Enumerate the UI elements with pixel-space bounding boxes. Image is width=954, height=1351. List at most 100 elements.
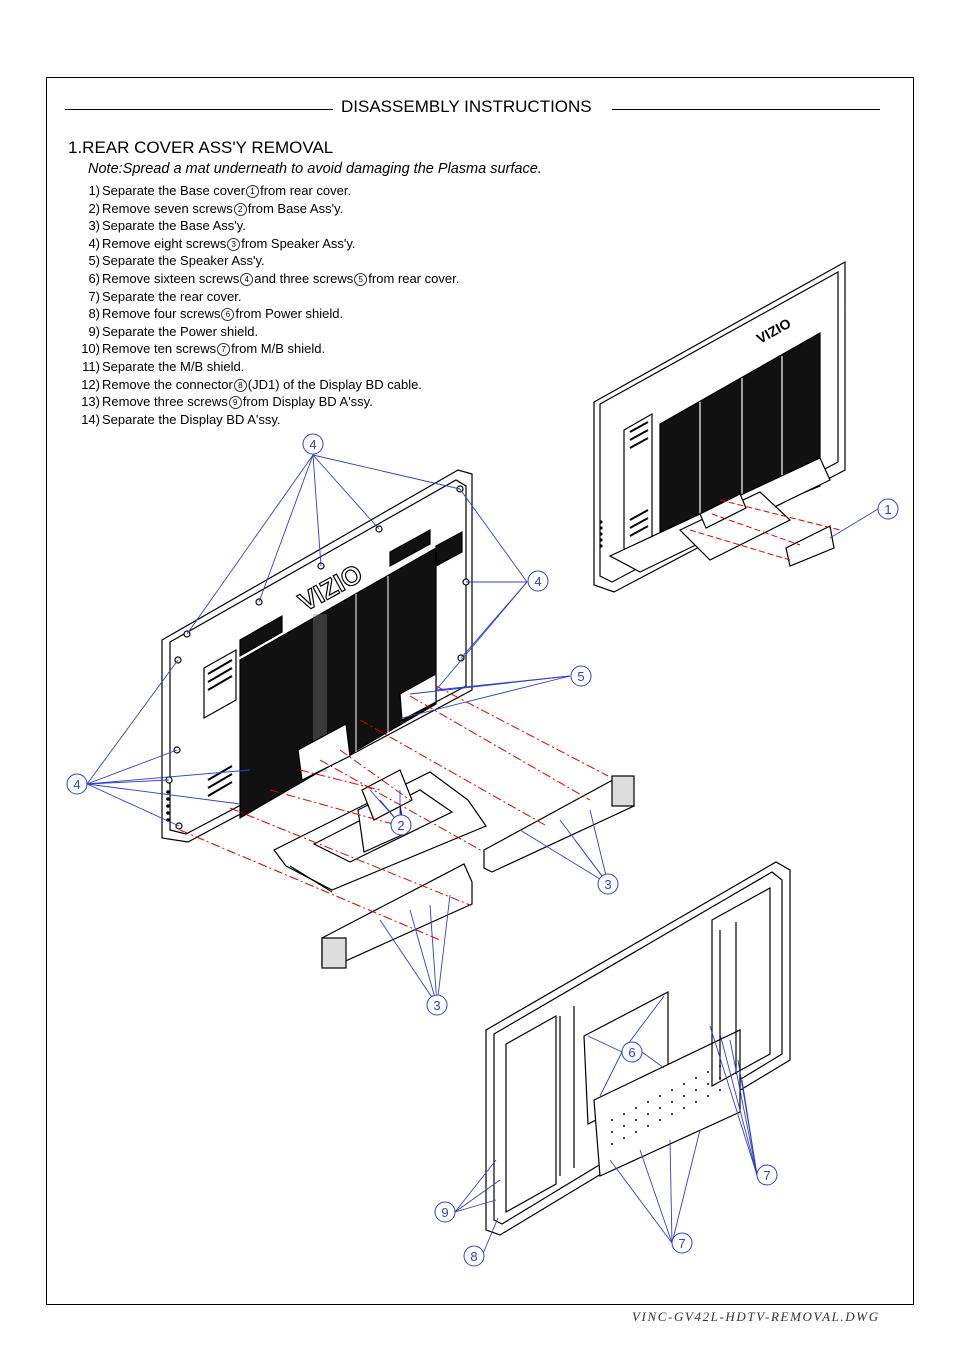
step-text: Separate the rear cover. bbox=[102, 288, 242, 304]
callout-6: 6 bbox=[621, 1041, 643, 1063]
step-number: 9) bbox=[88, 323, 100, 339]
step-item: 14)Separate the Display BD A'ssy. bbox=[70, 411, 459, 429]
step-item: 3)Separate the Base Ass'y. bbox=[70, 217, 459, 235]
assembly-guide-lines bbox=[179, 685, 609, 941]
step-item: 5)Separate the Speaker Ass'y. bbox=[70, 252, 459, 270]
svg-text:2: 2 bbox=[397, 818, 404, 833]
step-text: Remove sixteen screws bbox=[102, 270, 240, 286]
callout-7-bottom: 7 bbox=[671, 1232, 693, 1254]
step-text-rest: and three screws bbox=[254, 270, 354, 286]
section-title: 1.REAR COVER ASS'Y REMOVAL bbox=[68, 138, 334, 157]
callout-5: 5 bbox=[570, 665, 592, 687]
step-number: 12) bbox=[81, 376, 100, 392]
step-text: Separate the Base cover bbox=[102, 183, 246, 198]
callout-9: 9 bbox=[434, 1201, 456, 1223]
callout-2: 2 bbox=[390, 814, 412, 836]
step-text: Separate the M/B shield. bbox=[102, 358, 245, 374]
page-title: DISASSEMBLY INSTRUCTIONS bbox=[341, 97, 592, 116]
tv-rear-cover-illustration: VIZIO bbox=[161, 469, 473, 843]
callout-3-bottom: 3 bbox=[426, 994, 448, 1016]
step-text-rest: from Base Ass'y. bbox=[247, 200, 344, 216]
step-part-marker: 7 bbox=[217, 343, 231, 357]
note-text: Note:Spread a mat underneath to avoid da… bbox=[88, 161, 542, 177]
step-text-rest: from Speaker Ass'y. bbox=[241, 235, 356, 251]
step-text: Separate the Display BD A'ssy. bbox=[102, 411, 281, 427]
step-text: Separate the Base Ass'y. bbox=[102, 218, 246, 234]
svg-text:7: 7 bbox=[678, 1236, 685, 1251]
step-item: 7)Separate the rear cover. bbox=[70, 288, 459, 306]
callout-4-left: 4 bbox=[66, 773, 88, 795]
callout-4-top: 4 bbox=[302, 433, 324, 455]
step-part-marker-2: 5 bbox=[354, 272, 368, 286]
header-rule-left bbox=[65, 109, 333, 110]
step-text-rest: from rear cover. bbox=[260, 183, 352, 198]
svg-text:3: 3 bbox=[604, 877, 611, 892]
step-part-marker: 6 bbox=[221, 308, 235, 322]
svg-text:3: 3 bbox=[433, 998, 440, 1013]
step-text: Remove ten screws bbox=[102, 341, 217, 357]
step-text-rest: from M/B shield. bbox=[231, 341, 326, 357]
step-item: 9)Separate the Power shield. bbox=[70, 323, 459, 341]
header-rule-right bbox=[612, 109, 880, 110]
callout-4-right: 4 bbox=[527, 570, 549, 592]
step-text: Remove eight screws bbox=[102, 235, 227, 251]
step-number: 11) bbox=[82, 358, 100, 374]
svg-text:4: 4 bbox=[73, 777, 80, 792]
callout-1: 1 bbox=[877, 498, 899, 520]
step-part-marker: 9 bbox=[228, 396, 242, 410]
step-number: 6) bbox=[88, 270, 100, 286]
step-number: 2) bbox=[88, 200, 100, 216]
step-number: 7) bbox=[88, 288, 100, 304]
drawing-frame bbox=[46, 77, 914, 1305]
step-part-marker: 2 bbox=[233, 202, 247, 216]
svg-text:4: 4 bbox=[309, 437, 316, 452]
step-number: 13) bbox=[81, 394, 100, 410]
step-part-marker: 8 bbox=[233, 378, 247, 392]
step-number: 14) bbox=[81, 411, 100, 427]
step-number: 1) bbox=[88, 183, 100, 198]
step-part-marker: 3 bbox=[227, 237, 241, 251]
callout-7-right: 7 bbox=[756, 1164, 778, 1186]
step-text: Separate the Power shield. bbox=[102, 323, 259, 339]
step-text-rest: (JD1) of the Display BD cable. bbox=[247, 376, 422, 392]
step-text-rest-2: from rear cover. bbox=[368, 270, 460, 286]
svg-text:7: 7 bbox=[763, 1168, 770, 1183]
step-item: 11)Separate the M/B shield. bbox=[70, 358, 459, 376]
svg-text:4: 4 bbox=[534, 574, 541, 589]
speaker-assy-illustration bbox=[321, 775, 635, 969]
svg-text:1: 1 bbox=[884, 502, 891, 517]
svg-text:9: 9 bbox=[441, 1205, 448, 1220]
callout-8: 8 bbox=[463, 1245, 485, 1267]
step-text: Remove three screws bbox=[102, 394, 228, 410]
step-text: Separate the Speaker Ass'y. bbox=[102, 253, 265, 269]
step-text-rest: from Display BD A'ssy. bbox=[242, 394, 373, 410]
step-number: 4) bbox=[88, 235, 100, 251]
step-part-marker: 1 bbox=[246, 185, 260, 198]
step-text-rest: from Power shield. bbox=[235, 306, 344, 322]
step-number: 8) bbox=[88, 306, 100, 322]
svg-text:8: 8 bbox=[470, 1249, 477, 1264]
drawing-filename: VINC-GV42L-HDTV-REMOVAL.DWG bbox=[632, 1309, 880, 1324]
step-part-marker: 4 bbox=[240, 272, 254, 286]
step-number: 5) bbox=[88, 253, 100, 269]
step-text: Remove the connector bbox=[102, 376, 233, 392]
step-text: Remove seven screws bbox=[102, 200, 233, 216]
step-number: 10) bbox=[81, 341, 100, 357]
svg-text:6: 6 bbox=[628, 1045, 635, 1060]
svg-text:5: 5 bbox=[577, 669, 584, 684]
step-text: Remove four screws bbox=[102, 306, 221, 322]
step-number: 3) bbox=[88, 218, 100, 234]
callout-3-right: 3 bbox=[597, 873, 619, 895]
tv-rear-with-stand-illustration: VIZIO bbox=[593, 260, 846, 593]
callout-leaders bbox=[86, 454, 879, 1257]
